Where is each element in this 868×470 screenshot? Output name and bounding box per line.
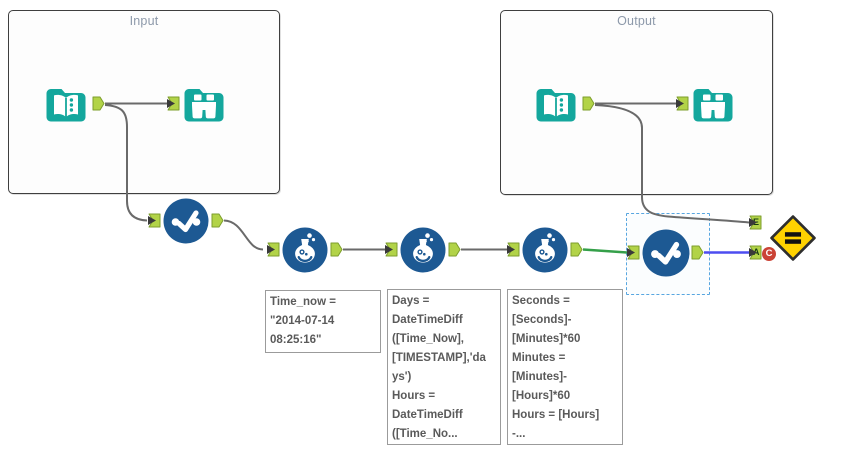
anchor-input-browse-1[interactable]	[167, 96, 180, 111]
open-book-icon	[46, 89, 86, 122]
anchor-input-select-2[interactable]	[627, 245, 640, 260]
equals-diamond-icon	[770, 215, 816, 261]
conversion-error-badge: C	[762, 247, 776, 261]
dot-check-dot-icon	[642, 229, 690, 277]
connection-formula3-select2[interactable]	[582, 248, 628, 254]
tool-formula-1[interactable]	[282, 227, 328, 278]
tool-select-2[interactable]	[642, 229, 690, 282]
connection-select-formula1[interactable]	[223, 219, 264, 251]
flask-icon	[282, 227, 328, 273]
anchor-input-a-test[interactable]: A	[749, 245, 762, 260]
anchor-output-input-data-1[interactable]	[92, 96, 105, 111]
tool-select-1[interactable]	[163, 198, 209, 249]
anchor-output-select-2[interactable]	[691, 245, 704, 260]
tool-browse-1[interactable]	[181, 81, 227, 132]
binoculars-icon	[693, 89, 733, 122]
anchor-output-formula-1[interactable]	[330, 242, 343, 257]
dot-check-dot-icon	[163, 198, 209, 244]
anchor-input-formula-1[interactable]	[267, 242, 280, 257]
anchor-input-select-1[interactable]	[148, 213, 161, 228]
anchor-e-label: E	[753, 217, 760, 227]
tool-output-data-1[interactable]	[533, 81, 579, 132]
tool-input-data-1[interactable]	[43, 81, 89, 132]
container-input-title: Input	[129, 14, 159, 28]
open-book-icon	[536, 89, 576, 122]
annotation-days-hours[interactable]: Days = DateTimeDiff ([Time_Now], [TIMEST…	[387, 289, 501, 445]
annotation-time-now[interactable]: Time_now = "2014-07-14 08:25:16"	[265, 290, 381, 353]
anchor-output-formula-3[interactable]	[570, 242, 583, 257]
container-output-title: Output	[617, 14, 656, 28]
flask-icon	[400, 227, 446, 273]
anchor-output-formula-2[interactable]	[448, 242, 461, 257]
annotation-seconds-minutes[interactable]: Seconds = [Seconds]- [Minutes]*60 Minute…	[507, 289, 623, 445]
flask-icon	[522, 227, 568, 273]
anchor-input-formula-3[interactable]	[507, 242, 520, 257]
anchor-output-output-data-1[interactable]	[582, 96, 595, 111]
tool-browse-2[interactable]	[690, 81, 736, 132]
binoculars-icon	[184, 89, 224, 122]
anchor-input-browse-2[interactable]	[676, 96, 689, 111]
tool-test[interactable]	[768, 213, 818, 268]
tool-formula-3[interactable]	[522, 227, 568, 278]
anchor-input-e-test[interactable]: E	[749, 215, 762, 230]
anchor-output-select-1[interactable]	[211, 213, 224, 228]
anchor-input-formula-2[interactable]	[385, 242, 398, 257]
anchor-a-label: A	[753, 247, 760, 257]
tool-formula-2[interactable]	[400, 227, 446, 278]
